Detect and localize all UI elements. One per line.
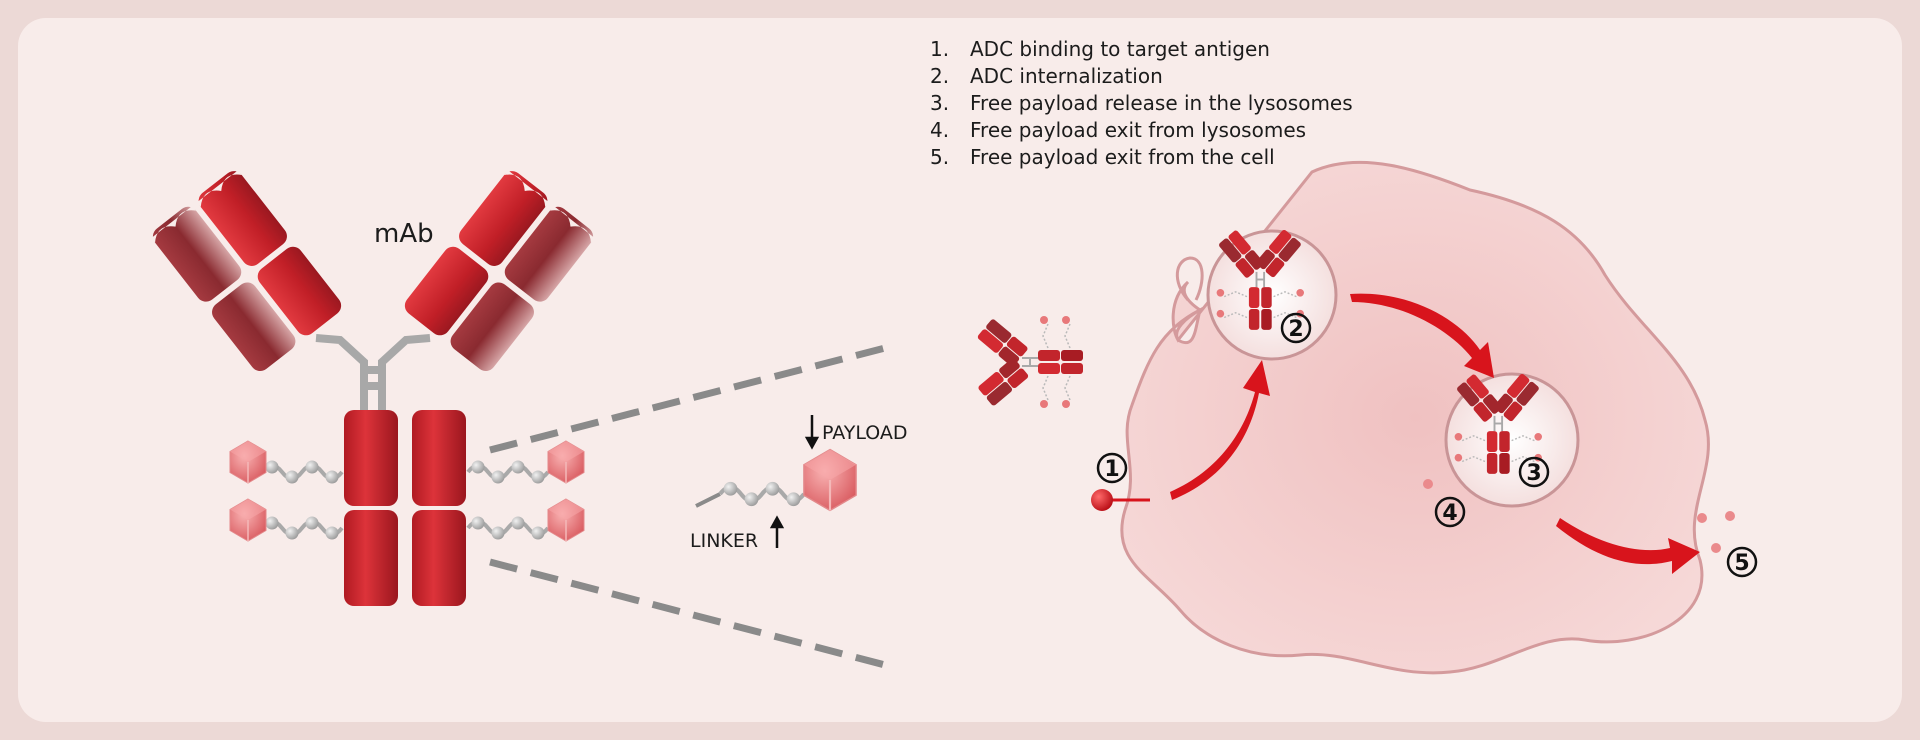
svg-text:2: 2 (1288, 317, 1303, 342)
step-markers: 1 2 3 4 5 (1096, 312, 1758, 578)
mab-label: mAb (374, 219, 434, 249)
payload-arrow (804, 415, 820, 450)
step-item: 2. ADC internalization (930, 63, 1353, 90)
step-number: 2. (930, 64, 950, 88)
right-fab-arm (404, 170, 595, 372)
step-number: 3. (930, 91, 950, 115)
step-item: 1. ADC binding to target antigen (930, 36, 1353, 63)
svg-text:5: 5 (1734, 551, 1749, 576)
step-marker-1: 1 (1096, 452, 1128, 484)
step-item: 4. Free payload exit from lysosomes (930, 117, 1353, 144)
linker-label: LINKER (690, 530, 758, 552)
cell-membrane (1120, 160, 1710, 675)
step-number: 5. (930, 145, 950, 169)
step-marker-3: 3 (1518, 456, 1550, 488)
step-marker-2: 2 (1280, 312, 1312, 344)
step-item: 3. Free payload release in the lysosomes (930, 90, 1353, 117)
antigen-dot (1091, 489, 1113, 511)
left-fab-arm (151, 170, 342, 372)
free-payloads (1423, 479, 1735, 553)
antibody-large: mAb (151, 170, 595, 606)
step-text: Free payload exit from lysosomes (970, 118, 1307, 142)
svg-text:4: 4 (1442, 501, 1457, 526)
fc-stem (344, 410, 466, 606)
step-text: ADC binding to target antigen (970, 37, 1270, 61)
step-text: Free payload release in the lysosomes (970, 91, 1353, 115)
step-text: Free payload exit from the cell (970, 145, 1275, 169)
process-arrows (1170, 293, 1700, 574)
linker-payload-detail: PAYLOAD LINKER (690, 415, 908, 552)
zoom-lines (489, 344, 886, 669)
step-number: 4. (930, 118, 950, 142)
step-marker-5: 5 (1726, 546, 1758, 578)
step-text: ADC internalization (970, 64, 1163, 88)
target-cell (1120, 160, 1710, 675)
svg-text:3: 3 (1526, 461, 1541, 486)
lysosome (1444, 371, 1580, 508)
step-list: 1. ADC binding to target antigen 2. ADC in… (930, 36, 1353, 171)
bound-adc (975, 315, 1150, 511)
payload-label: PAYLOAD (822, 422, 908, 444)
hinge-region (315, 334, 431, 412)
step-item: 5. Free payload exit from the cell (930, 144, 1353, 171)
svg-text:1: 1 (1104, 457, 1119, 482)
step-number: 1. (930, 37, 950, 61)
step-marker-4: 4 (1434, 496, 1466, 528)
linker-arrow (769, 515, 785, 548)
conjugated-payloads (229, 440, 585, 542)
endosome (1206, 227, 1338, 361)
